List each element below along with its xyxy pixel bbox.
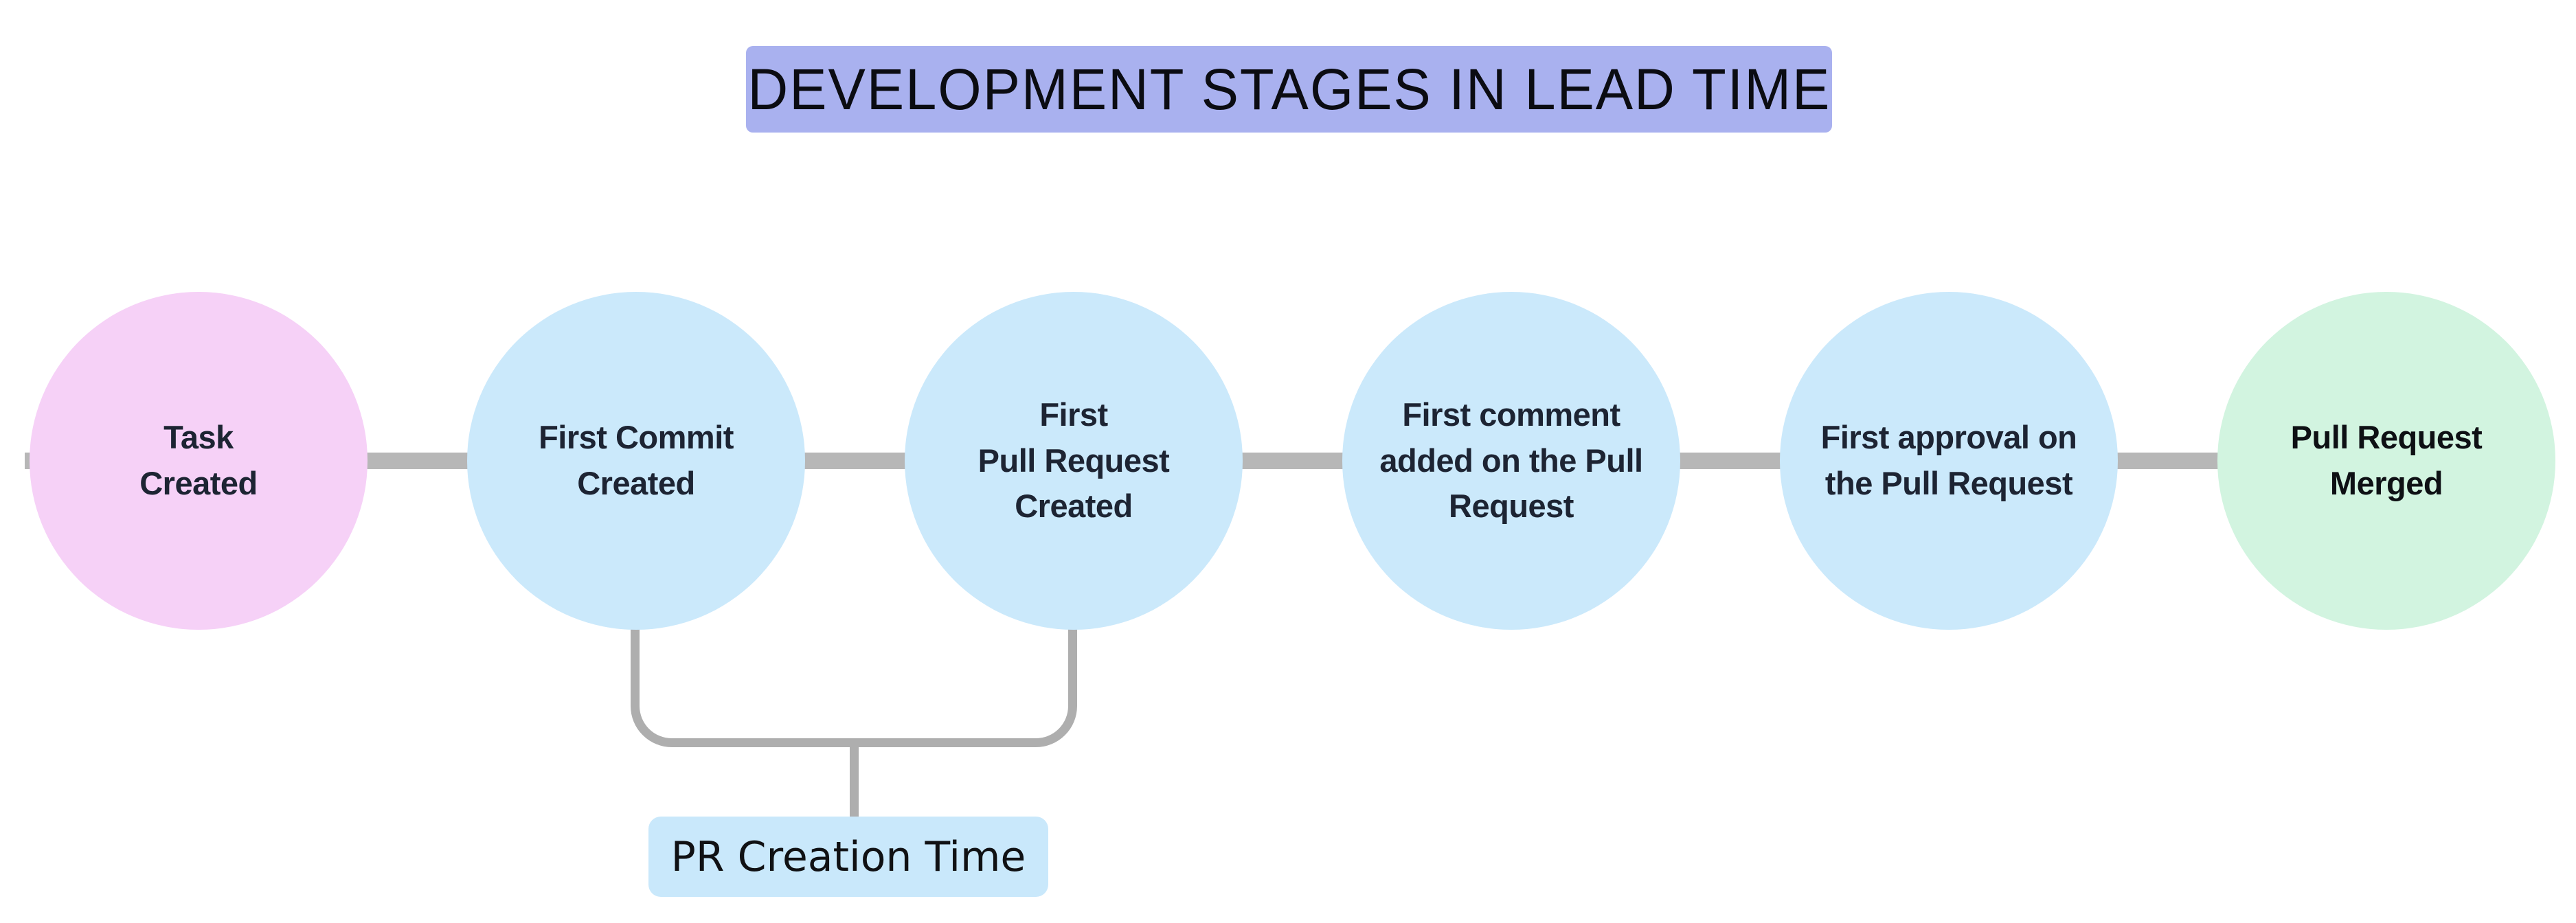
stage-circle-label: First Pull Request Created bbox=[978, 396, 1170, 525]
pr-creation-time-label: PR Creation Time bbox=[648, 817, 1048, 897]
title-badge: DEVELOPMENT STAGES IN LEAD TIME bbox=[746, 46, 1832, 133]
stage-circle-first-approval: First approval on the Pull Request bbox=[1780, 292, 2118, 630]
stage-circle-pull-request-merged: Pull Request Merged bbox=[2217, 292, 2555, 630]
stage-circle-first-comment: First comment added on the Pull Request bbox=[1342, 292, 1680, 630]
stage-circle-label: First Commit Created bbox=[539, 419, 734, 501]
stage-circle-label: First approval on the Pull Request bbox=[1820, 419, 2077, 501]
pr-creation-bracket-stem bbox=[850, 738, 859, 817]
stage-circle-first-pull-request: First Pull Request Created bbox=[905, 292, 1243, 630]
pr-creation-bracket bbox=[631, 622, 1077, 747]
stage-circle-task-created: Task Created bbox=[30, 292, 368, 630]
pr-creation-time-text: PR Creation Time bbox=[670, 832, 1026, 881]
stage-circle-first-commit: First Commit Created bbox=[467, 292, 805, 630]
page-title: DEVELOPMENT STAGES IN LEAD TIME bbox=[747, 56, 1831, 122]
stage-circle-label: First comment added on the Pull Request bbox=[1379, 396, 1643, 525]
stage-circle-label: Pull Request Merged bbox=[2290, 419, 2483, 501]
stage-circle-label: Task Created bbox=[139, 419, 258, 501]
